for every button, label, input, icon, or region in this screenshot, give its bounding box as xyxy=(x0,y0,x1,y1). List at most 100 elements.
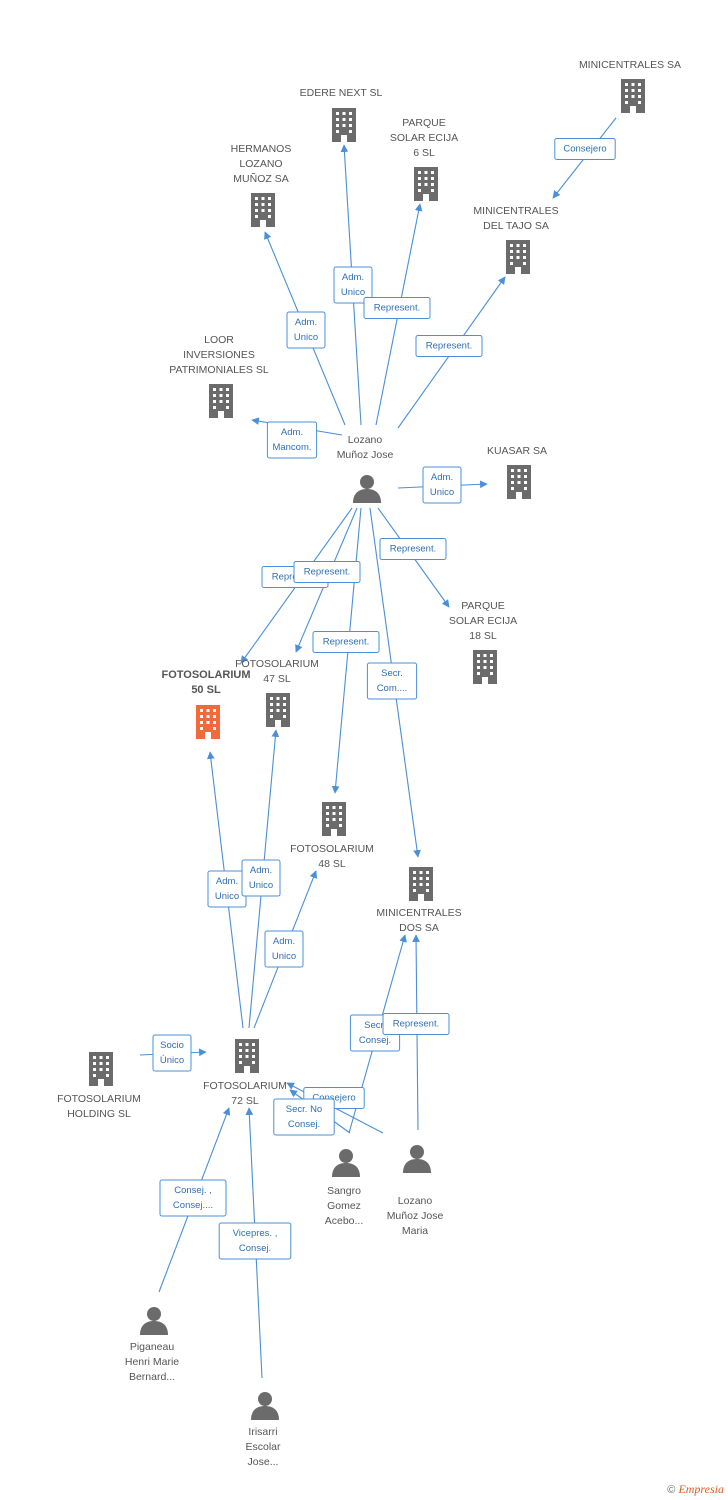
nodes-layer: MINICENTRALES SA EDERE NEXT SL PARQUESOLAR… xyxy=(57,59,681,1468)
edge-label-text: Represent. xyxy=(323,637,369,648)
edge-label-text: Adm. xyxy=(273,936,295,947)
edge-label-text: Consej. xyxy=(288,1119,320,1130)
node-label: Sangro xyxy=(327,1185,361,1197)
node-label: FOTOSOLARIUM xyxy=(161,669,250,681)
edge-label-lozano-parque18[interactable]: Represent. xyxy=(379,538,447,560)
node-foto72[interactable]: FOTOSOLARIUM 72 SL xyxy=(203,1039,287,1107)
edge-label-minicentrales-tajo[interactable]: Consejero xyxy=(554,138,616,160)
edge-label-text: Adm. xyxy=(431,472,453,483)
edge-label-text: Unico xyxy=(215,891,239,902)
focus-building-icon xyxy=(196,705,220,739)
node-foto50[interactable]: FOTOSOLARIUM 50 SL xyxy=(161,669,251,739)
node-label: Escolar xyxy=(245,1441,281,1453)
node-label: 72 SL xyxy=(231,1095,259,1107)
node-label: Jose... xyxy=(248,1456,279,1468)
edge-label-text: Consej. xyxy=(359,1035,391,1046)
node-label: Irisarri xyxy=(248,1426,277,1438)
node-label: HOLDING SL xyxy=(67,1108,131,1120)
edge-label-box xyxy=(422,466,462,504)
person-icon xyxy=(140,1307,168,1335)
node-sangro[interactable]: SangroGomezAcebo... xyxy=(325,1149,364,1227)
edge-label-text: Unico xyxy=(249,880,273,891)
node-label: LOZANO xyxy=(239,158,282,170)
edge-label-foto72-foto48[interactable]: Adm.Unico xyxy=(264,930,304,968)
edge-label-irisarri-foto72[interactable]: Vicepres. ,Consej. xyxy=(218,1222,292,1260)
node-label: 18 SL xyxy=(469,630,497,642)
node-kuasar[interactable]: KUASAR SA xyxy=(487,445,547,499)
edge-label-box xyxy=(264,930,304,968)
node-label: Henri Marie xyxy=(125,1356,179,1368)
node-label: EDERE NEXT SL xyxy=(300,87,383,99)
node-edere[interactable]: EDERE NEXT SL xyxy=(300,87,383,142)
edge-label-lozanomaria-dos[interactable]: Represent. xyxy=(382,1013,450,1035)
node-label: SOLAR ECIJA xyxy=(390,132,458,144)
edge-label-lozano-foto47[interactable]: Represent. xyxy=(293,561,361,583)
edge-label-lozano-kuasar[interactable]: Adm.Unico xyxy=(422,466,462,504)
edge-labels-layer: ConsejeroAdm.UnicoRepresent.Adm.UnicoRep… xyxy=(152,138,616,1260)
edge-label-sangro-foto72[interactable]: Secr. No Consej. xyxy=(273,1098,335,1136)
node-irisarri[interactable]: IrisarriEscolarJose... xyxy=(245,1392,281,1468)
edge-label-text: Adm. xyxy=(216,876,238,887)
edge-label-text: Secr. xyxy=(381,668,403,679)
edge-label-box xyxy=(218,1222,292,1260)
copyright-symbol: © xyxy=(667,1484,676,1496)
edge-label-lozano-parque6[interactable]: Represent. xyxy=(363,297,431,319)
edge-label-text: Consej. , xyxy=(174,1185,212,1196)
edge-label-lozano-foto48[interactable]: Represent. xyxy=(312,631,380,653)
node-label: LOOR xyxy=(204,334,234,346)
edge-label-box xyxy=(415,335,483,357)
building-icon xyxy=(251,193,275,227)
node-minicentrales[interactable]: MINICENTRALES SA xyxy=(579,59,681,113)
building-icon xyxy=(235,1039,259,1073)
edge-label-box xyxy=(286,311,326,349)
edge-label-piganeau-foto72[interactable]: Consej. ,Consej.... xyxy=(159,1179,227,1217)
edge-label-text: Represent. xyxy=(304,567,350,578)
edge-label-lozano-dos[interactable]: Secr. Com.... xyxy=(366,662,418,700)
node-label: Maria xyxy=(402,1225,428,1237)
node-label: Bernard... xyxy=(129,1371,175,1383)
edge-label-box xyxy=(241,859,281,897)
edge-label-box xyxy=(152,1034,192,1072)
edge-label-foto72-foto47[interactable]: Adm.Unico xyxy=(241,859,281,897)
edge-label-lozano-loor[interactable]: Adm.Mancom. xyxy=(266,421,318,459)
edge-label-box xyxy=(159,1179,227,1217)
edge-label-text: Com.... xyxy=(377,683,408,694)
edge-label-text: Socio xyxy=(160,1040,184,1051)
edge-label-text: Secr. No xyxy=(286,1104,322,1115)
edge-label-box xyxy=(379,538,447,560)
building-icon xyxy=(266,693,290,727)
edge-label-lozano-edere[interactable]: Adm. Unico xyxy=(333,266,373,304)
edge-label-box xyxy=(312,631,380,653)
edge-label-text: Unico xyxy=(341,287,365,298)
edge-label-box xyxy=(363,297,431,319)
edge-label-text: Consejero xyxy=(312,1093,355,1104)
edge-label-text: Mancom. xyxy=(272,442,311,453)
node-label: 50 SL xyxy=(191,684,221,696)
edge-label-lozano-tajo[interactable]: Represent. xyxy=(415,335,483,357)
edge-label-text: Represent. xyxy=(374,303,420,314)
edge-label-text: Adm. xyxy=(342,272,364,283)
node-label: FOTOSOLARIUM xyxy=(203,1080,287,1092)
node-label: Piganeau xyxy=(130,1341,175,1353)
node-label: FOTOSOLARIUM xyxy=(290,843,374,855)
building-icon xyxy=(209,384,233,418)
node-label: 6 SL xyxy=(413,147,435,159)
edge-label-foto72-foto50[interactable]: Adm. Unico xyxy=(207,870,247,908)
edge-label-box xyxy=(333,266,373,304)
footer-credit[interactable]: © Empresia xyxy=(667,1482,724,1497)
edge-label-lozano-hermanos[interactable]: Adm.Unico xyxy=(286,311,326,349)
building-icon xyxy=(322,802,346,836)
